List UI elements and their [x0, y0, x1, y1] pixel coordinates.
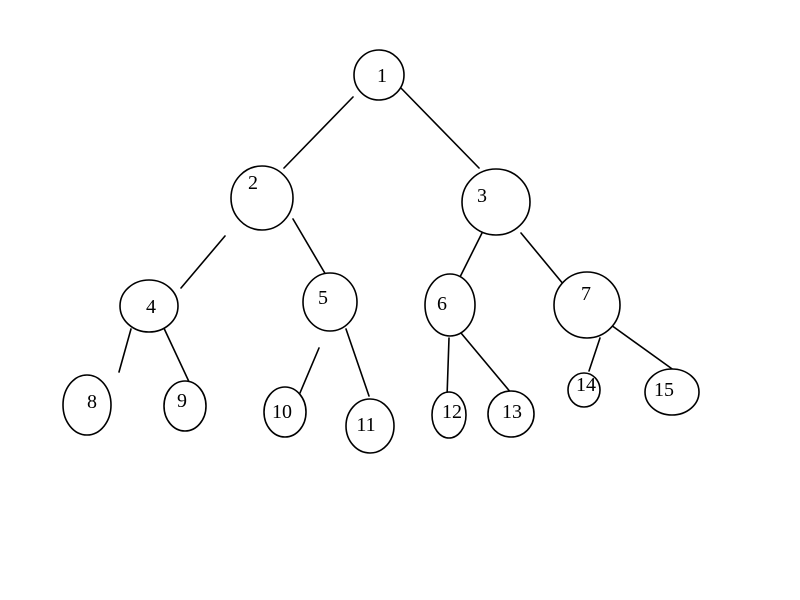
node-label: 13 [502, 401, 522, 423]
node-label: 5 [318, 287, 328, 309]
tree-node-2: 2 [230, 165, 294, 231]
tree-node-3: 3 [461, 168, 531, 236]
node-circle [163, 380, 207, 432]
node-circle [263, 386, 307, 438]
node-circle [553, 271, 621, 339]
tree-node-9: 9 [163, 380, 207, 432]
tree-node-15: 15 [644, 368, 700, 416]
node-label: 6 [437, 293, 447, 315]
node-circle [644, 368, 700, 416]
edge-3-7 [520, 232, 565, 286]
node-label: 1 [377, 65, 387, 87]
node-circle [230, 165, 294, 231]
edge-2-4 [180, 235, 226, 289]
node-circle [567, 372, 601, 408]
node-label: 2 [248, 172, 258, 194]
tree-node-11: 11 [345, 398, 395, 454]
node-circle [424, 273, 476, 337]
tree-node-12: 12 [431, 391, 467, 439]
node-label: 10 [272, 401, 292, 423]
tree-node-7: 7 [553, 271, 621, 339]
node-label: 15 [654, 379, 674, 401]
node-circle [119, 279, 179, 333]
node-label: 4 [146, 296, 156, 318]
tree-node-5: 5 [302, 272, 358, 332]
tree-edges [118, 84, 676, 401]
edge-5-10 [296, 347, 320, 401]
tree-nodes: 1 2 3 4 5 6 7 8 [62, 49, 700, 454]
node-label: 9 [177, 390, 187, 412]
edge-7-14 [588, 337, 601, 372]
edge-4-8 [118, 328, 132, 373]
node-label: 11 [356, 414, 375, 436]
node-label: 7 [581, 283, 591, 305]
tree-node-4: 4 [119, 279, 179, 333]
node-circle [302, 272, 358, 332]
node-circle [353, 49, 405, 101]
tree-node-6: 6 [424, 273, 476, 337]
node-circle [62, 374, 112, 436]
node-label: 12 [442, 401, 462, 423]
edge-7-15 [610, 324, 676, 372]
edge-1-3 [397, 84, 480, 169]
edge-4-9 [161, 323, 192, 387]
edge-5-11 [345, 328, 370, 397]
node-circle [431, 391, 467, 439]
node-circle [345, 398, 395, 454]
tree-node-13: 13 [487, 390, 535, 438]
node-label: 14 [576, 374, 596, 396]
node-circle [461, 168, 531, 236]
edge-6-13 [460, 332, 513, 395]
node-label: 3 [477, 185, 487, 207]
edge-6-12 [446, 337, 450, 398]
tree-node-8: 8 [62, 374, 112, 436]
node-label: 8 [87, 391, 97, 413]
edge-1-2 [283, 96, 354, 169]
tree-node-14: 14 [567, 372, 601, 408]
tree-node-10: 10 [263, 386, 307, 438]
node-circle [487, 390, 535, 438]
tree-node-1: 1 [353, 49, 405, 101]
